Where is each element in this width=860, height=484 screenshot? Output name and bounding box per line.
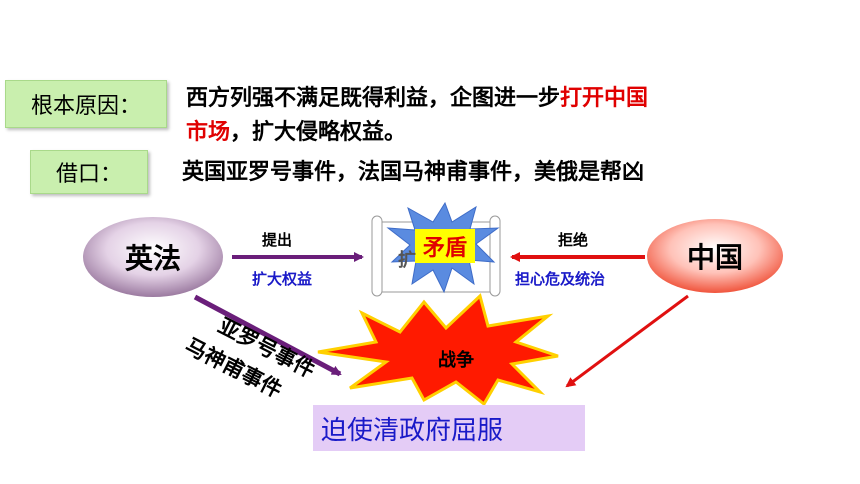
refuse-label: 拒绝 <box>558 231 589 249</box>
root-cause-text-main: 西方列强不满足既得利益，企图进一步 <box>186 86 561 111</box>
root-cause-text-tail: ，扩大侵略权益。 <box>230 120 407 145</box>
china-node: 中国 <box>647 219 783 293</box>
china-war-arrow <box>565 294 689 388</box>
pretext-text: 英国亚罗号事件，法国马神甫事件，美俄是帮凶 <box>182 160 645 185</box>
result-box <box>313 405 585 451</box>
war-label: 战争 <box>438 350 474 371</box>
britain-france-label: 英法 <box>124 242 181 275</box>
root-cause-highlight-1: 打开中国 <box>560 86 649 111</box>
center-partial-text: 扩 <box>398 250 416 271</box>
contradiction-box <box>415 229 475 263</box>
britain-france-node-shape <box>83 217 223 297</box>
pretext-label-text: 借口： <box>55 162 122 187</box>
expand-rights-label: 扩大权益 <box>252 270 313 288</box>
root-cause-text: 西方列强不满足既得利益，企图进一步打开中国 市场，扩大侵略权益。 <box>186 82 826 150</box>
war-explosion <box>317 293 559 407</box>
china-label: 中国 <box>686 241 743 274</box>
britain-france-node: 英法 <box>83 217 223 297</box>
result-label: 迫使清政府屈服 <box>321 415 504 446</box>
root-cause-highlight-2: 市场 <box>186 120 231 145</box>
events-arrow <box>193 294 342 377</box>
root-cause-label: 根本原因： <box>5 80 167 128</box>
pretext-label: 借口： <box>30 150 148 194</box>
propose-label: 提出 <box>262 231 293 249</box>
china-node-shape <box>647 219 783 293</box>
worry-rule-label: 担心危及统治 <box>515 270 606 288</box>
contradiction-label: 矛盾 <box>422 236 467 261</box>
root-cause-label-text: 根本原因： <box>30 94 141 119</box>
